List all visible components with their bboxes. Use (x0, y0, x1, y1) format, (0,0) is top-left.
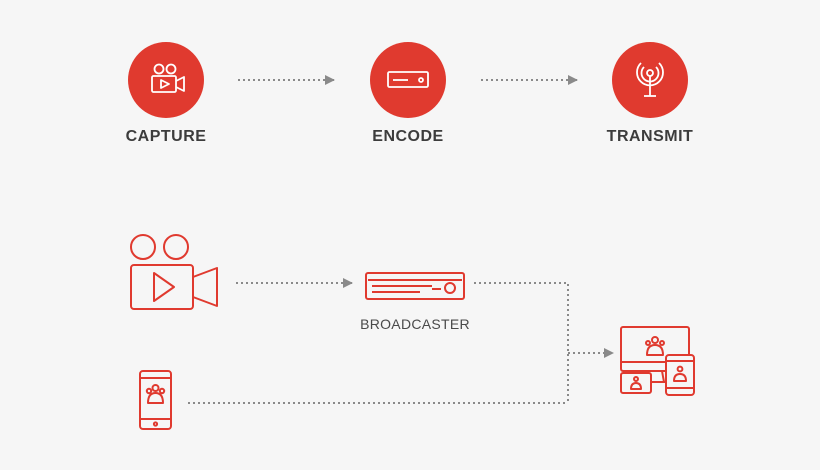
broadcaster-label: BROADCASTER (360, 316, 470, 332)
capture-label: CAPTURE (125, 128, 207, 145)
encode-label: ENCODE (372, 128, 444, 145)
transmit-step-icon (612, 42, 688, 118)
smartphone-source-icon (139, 370, 172, 430)
camera-source-icon (130, 234, 218, 310)
broadcaster-device-icon (365, 272, 465, 300)
encode-step-icon (370, 42, 446, 118)
multi-device-destination-icon (620, 326, 695, 396)
capture-step-icon (128, 42, 204, 118)
broadcaster-to-destination-connector (474, 282, 569, 403)
transmit-label: TRANSMIT (606, 128, 694, 145)
